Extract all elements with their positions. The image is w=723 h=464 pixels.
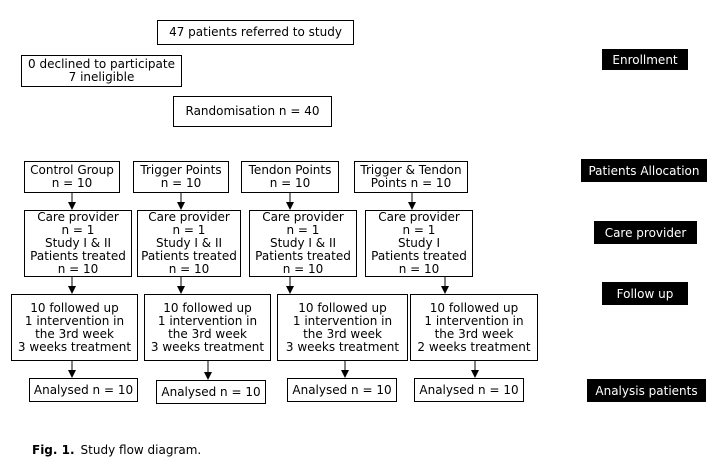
stage-label-allocation: Patients Allocation [581, 159, 707, 182]
figure-number: Fig. 1. [32, 443, 75, 457]
analysed-box-tendon: Analysed n = 10 [287, 378, 397, 402]
analysed-box-trigger-tendon: Analysed n = 10 [414, 378, 524, 402]
stage-label-enrollment: Enrollment [602, 49, 688, 70]
stage-label-analysis: Analysis patients [587, 379, 706, 402]
stage-label-care-provider: Care provider [594, 221, 697, 244]
excluded-box: 0 declined to participate 7 ineligible [21, 55, 182, 87]
referred-box: 47 patients referred to study [157, 20, 354, 45]
figure-caption: Fig. 1. Study flow diagram. [32, 443, 201, 457]
figure-caption-text: Study flow diagram. [80, 443, 202, 457]
analysed-box-trigger: Analysed n = 10 [156, 380, 266, 404]
stage-label-follow-up: Follow up [602, 282, 688, 305]
analysed-box-control: Analysed n = 10 [29, 378, 138, 402]
randomisation-box: Randomisation n = 40 [173, 96, 332, 127]
